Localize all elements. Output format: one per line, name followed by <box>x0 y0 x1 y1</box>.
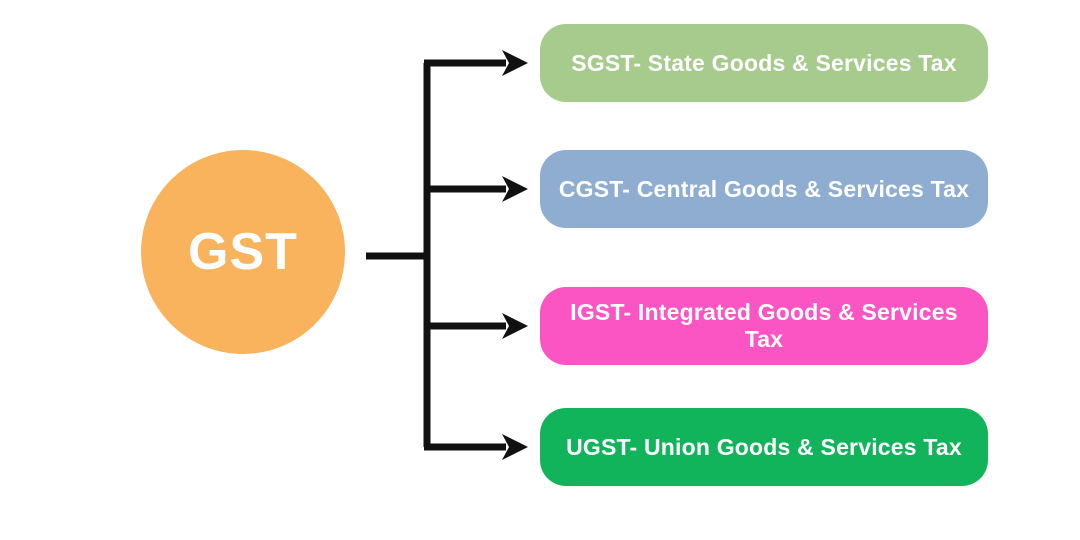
branch-node-label: UGST- Union Goods & Services Tax <box>566 433 962 460</box>
branch-node-cgst: CGST- Central Goods & Services Tax <box>540 150 988 228</box>
connector-stroke-group <box>366 59 506 451</box>
branch-node-ugst: UGST- Union Goods & Services Tax <box>540 408 988 486</box>
arrowhead-group <box>502 50 528 460</box>
branch-node-sgst: SGST- State Goods & Services Tax <box>540 24 988 102</box>
branch-node-label: CGST- Central Goods & Services Tax <box>558 175 970 202</box>
branch-node-label: IGST- Integrated Goods & Services Tax <box>570 299 958 352</box>
branch-node-label: SGST- State Goods & Services Tax <box>571 49 957 76</box>
arrowhead-icon <box>502 176 528 202</box>
root-node-gst: GST <box>141 150 345 354</box>
arrowhead-icon <box>502 313 528 339</box>
arrowhead-icon <box>502 434 528 460</box>
root-node-label: GST <box>188 223 298 281</box>
branch-node-igst: IGST- Integrated Goods & Services Tax <box>540 287 988 365</box>
arrowhead-icon <box>502 50 528 76</box>
